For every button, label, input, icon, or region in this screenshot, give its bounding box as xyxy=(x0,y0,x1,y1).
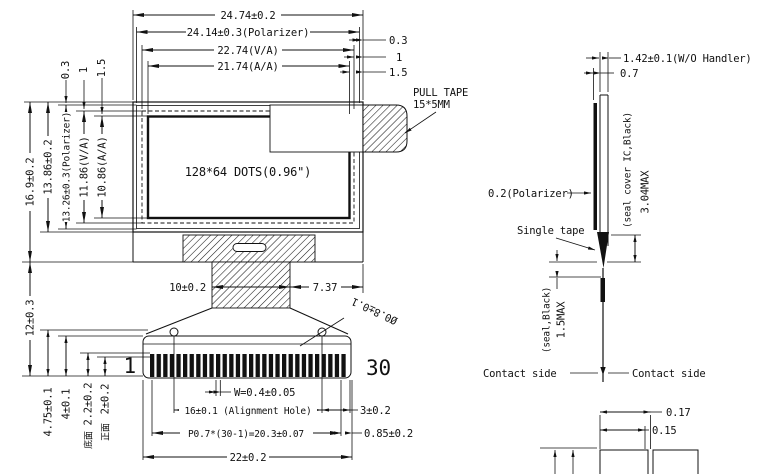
dim-fpc-length: 12±0.3 xyxy=(25,300,37,337)
dim-pin-pitch-span: P0.7*(30-1)=20.3±0.07 xyxy=(188,429,304,440)
dim-top-gap-va: 1 xyxy=(78,67,90,73)
viewing-area-outline xyxy=(141,110,355,224)
single-tape-label: Single tape xyxy=(517,225,584,237)
fpc-flare-right xyxy=(289,307,349,335)
dim-width-va: 22.74(V/A) xyxy=(217,45,278,57)
dim-connector-width: 22±0.2 xyxy=(230,452,267,464)
seal-black-dimension xyxy=(549,250,601,289)
connector-dimensions: W=0.4±0.05 16±0.1 (Alignment Hole) 3±0.2… xyxy=(142,336,413,464)
dim-height-outline: 13.86±0.2 xyxy=(43,139,55,194)
contact-side-arrow xyxy=(600,367,606,375)
contact-side-callout: Contact side Contact side xyxy=(483,367,706,380)
bottom-left-dimensions: 12±0.3 4.75±0.1 4±0.1 2.2±0.2 底面 2±0.2 正… xyxy=(22,262,150,449)
dim-contact-22: 2.2±0.2 xyxy=(83,383,95,426)
dim-height-aa: 10.86(A/A) xyxy=(97,136,109,197)
polarizer-outline xyxy=(136,105,360,229)
side-profile xyxy=(593,94,609,382)
dim-thickness-glass: 0.7 xyxy=(620,68,638,80)
seal-slot xyxy=(232,243,267,252)
dim-contact-2: 2±0.2 xyxy=(100,384,112,415)
dim-polarizer-thickness: 0.2(Polarizer) xyxy=(488,188,574,200)
contact-side-left-label: Contact side xyxy=(483,368,556,380)
dim-thickness-wo-handler: 1.42±0.1(W/O Handler) xyxy=(623,53,752,65)
dim-contact-22-side: 底面 xyxy=(83,431,95,449)
side-view: 1.42±0.1(W/O Handler) 0.7 3.04MAX (seal … xyxy=(483,52,752,382)
detail-pin-1 xyxy=(599,449,649,474)
left-dimensions: 16.9±0.2 13.86±0.2 13.26±0.3(Polarizer) … xyxy=(22,101,148,263)
neck-dimensions: 10±0.2 7.37 xyxy=(169,264,364,294)
side-seal-wedge xyxy=(597,232,609,268)
dim-width-polarizer: 24.14±0.3(Polarizer) xyxy=(187,27,309,39)
dim-edge-gap-aa: 1.5 xyxy=(389,67,407,79)
dim-top-gap-polarizer: 0.3 xyxy=(60,61,72,79)
pull-tape-leader xyxy=(404,111,437,134)
dim-pin-margin: 0.85±0.2 xyxy=(364,428,413,440)
dim-edge-gap-va: 1 xyxy=(396,52,402,64)
dim-height-polarizer: 13.26±0.3(Polarizer) xyxy=(62,112,73,222)
hole-diameter-leader xyxy=(299,317,345,347)
seal-max-dimension xyxy=(607,234,641,263)
dim-pin-width: W=0.4±0.05 xyxy=(234,387,295,399)
detail-pin-2 xyxy=(652,449,699,474)
dim-seal-black-max: 1.5MAX xyxy=(556,301,568,339)
hole-diameter-label: Ø0.8±0.1 xyxy=(350,295,399,327)
pin-30-label: 30 xyxy=(366,356,391,380)
dim-height-total: 16.9±0.2 xyxy=(25,158,37,207)
dim-seal-black-note: (seal,Black) xyxy=(542,287,553,353)
side-seal-black xyxy=(600,278,605,302)
fpc-flare-left xyxy=(145,307,213,335)
dim-contact-2-side: 正面 xyxy=(101,423,112,441)
detail-view: 0.17 0.15 xyxy=(540,407,699,474)
module-outline xyxy=(132,101,364,233)
dim-edge-gap-polarizer: 0.3 xyxy=(389,35,407,47)
dim-width-aa: 21.74(A/A) xyxy=(217,61,278,73)
dim-top-gap-aa: 1.5 xyxy=(96,59,108,77)
pull-tape-label-2: 15*5MM xyxy=(413,99,450,111)
pull-tape-overlay xyxy=(269,104,364,153)
side-polarizer xyxy=(593,103,597,230)
dim-alignment-hole-span: 16±0.1 (Alignment Hole) xyxy=(185,406,312,417)
top-left-gap-dimensions: 0.3 1 1.5 xyxy=(60,59,108,114)
dim-seal-max-note: (seal cover IC,Black) xyxy=(623,112,634,228)
dim-pin-width-detail: 0.15 xyxy=(652,425,677,437)
dim-height-va: 11.86(V/A) xyxy=(79,136,91,197)
pin-strip xyxy=(150,354,346,377)
dim-seal-max: 3.04MAX xyxy=(640,170,652,214)
detail-dimensions: 0.17 0.15 xyxy=(599,407,691,449)
dim-neck-to-edge: 7.37 xyxy=(313,282,338,294)
single-tape-leader xyxy=(555,237,596,251)
pin-1-label: 1 xyxy=(124,354,136,378)
side-top-dimensions: 1.42±0.1(W/O Handler) 0.7 xyxy=(584,52,752,100)
pull-tape-label-1: PULL TAPE xyxy=(413,87,468,99)
top-dimensions: 24.74±0.2 24.14±0.3(Polarizer) 22.74(V/A… xyxy=(132,9,364,114)
active-area-outline xyxy=(146,115,351,220)
right-edge-gap-dimensions: 0.3 1 1.5 xyxy=(340,35,408,79)
front-view: PULL TAPE 15*5MM 128*64 DOTS(0.96") Ø0.8… xyxy=(22,9,468,464)
pull-tape-hatch xyxy=(362,104,408,153)
dim-hole-to-edge: 3±0.2 xyxy=(360,405,391,417)
fpc-neck-hatch xyxy=(211,261,291,309)
dim-pin-pitch-gap: 0.17 xyxy=(666,407,691,419)
dim-contact-475: 4.75±0.1 xyxy=(43,388,55,437)
alignment-hole-left xyxy=(169,327,179,337)
contact-side-right-label: Contact side xyxy=(632,368,705,380)
dim-contact-4: 4±0.1 xyxy=(61,389,73,420)
display-area-label: 128*64 DOTS(0.96") xyxy=(185,165,311,179)
dim-fpc-neck-width: 10±0.2 xyxy=(169,282,206,294)
dim-width-outline: 24.74±0.2 xyxy=(220,10,275,22)
